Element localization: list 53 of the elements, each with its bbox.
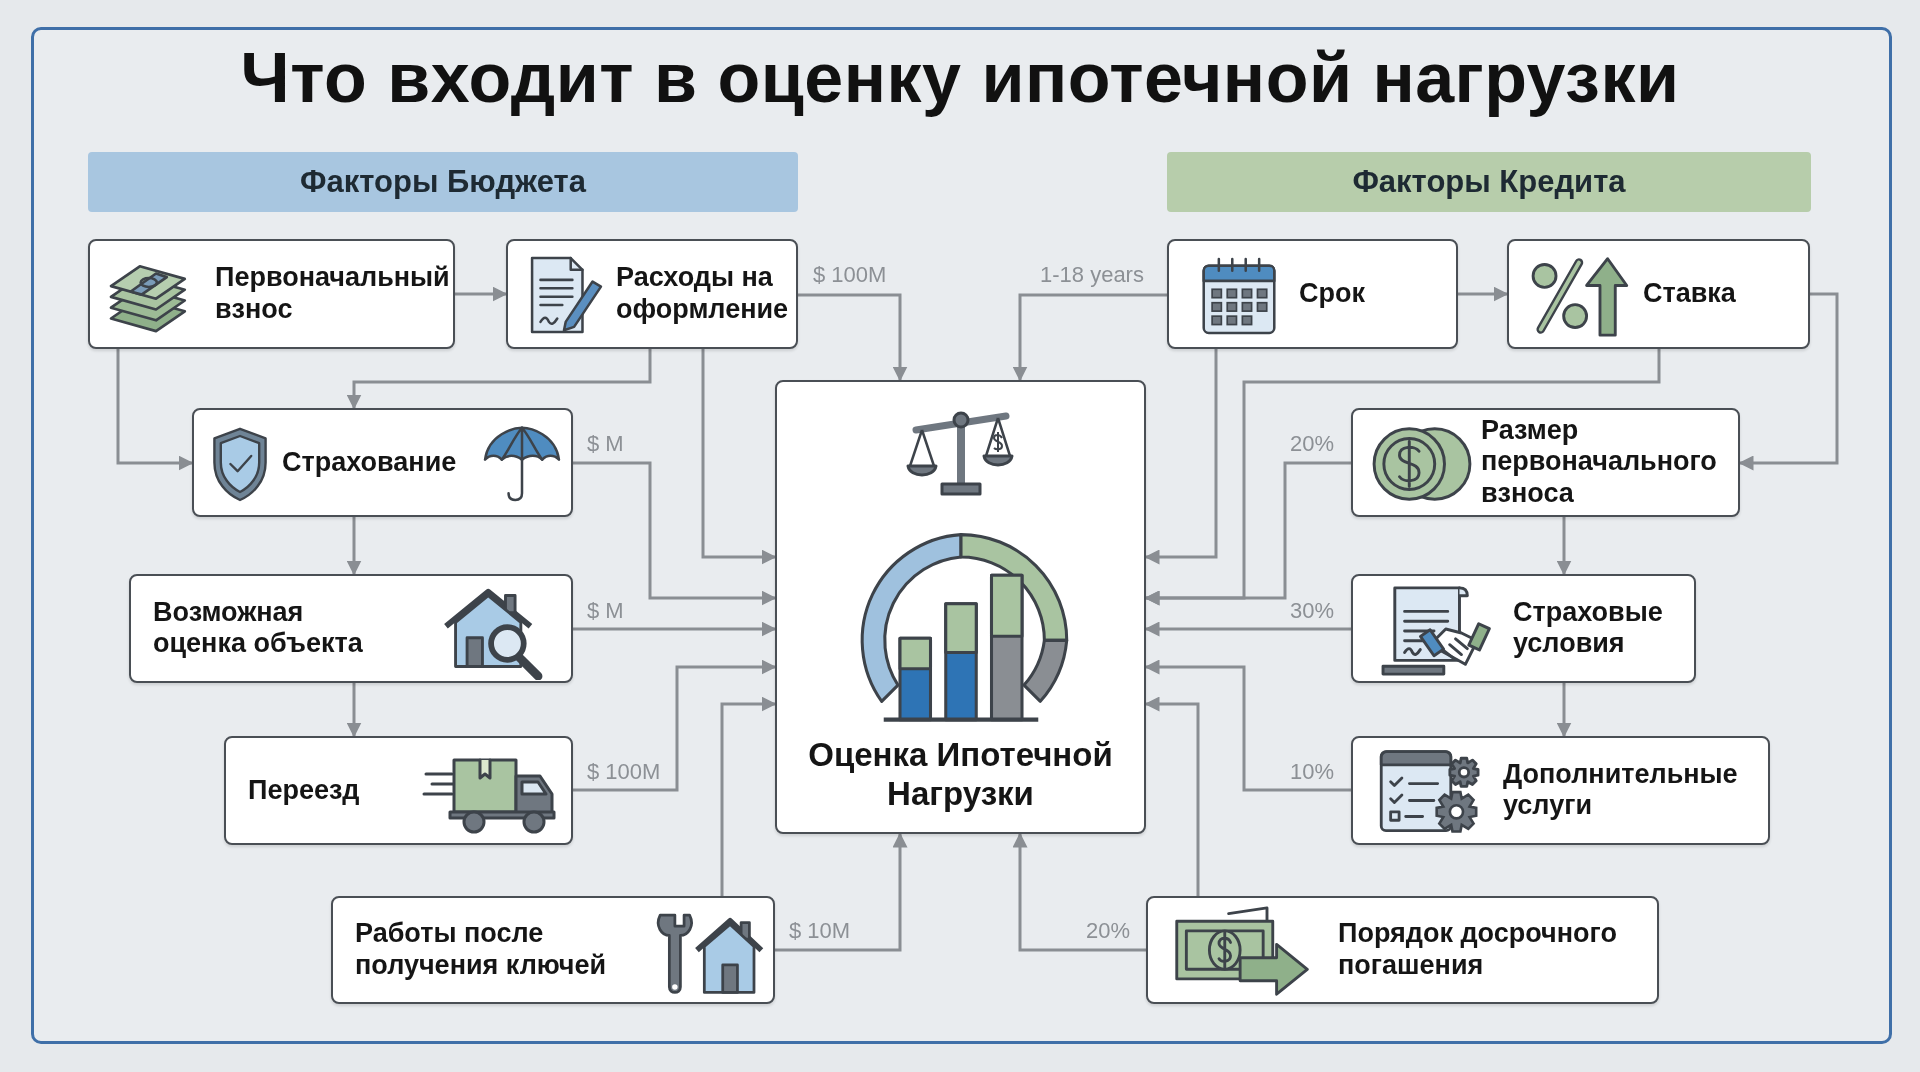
node-label: Работы после получения ключей — [355, 918, 608, 982]
arrow — [573, 621, 777, 637]
factor-box — [192, 408, 573, 517]
factor-box — [1507, 239, 1810, 349]
arrow — [346, 683, 362, 738]
factor-box — [1146, 896, 1659, 1004]
node-label: Размер первоначального взноса — [1481, 414, 1718, 511]
factor-box — [129, 574, 573, 683]
section-heading: Факторы Кредита — [1352, 164, 1626, 200]
node-label: Порядок досрочного погашения — [1338, 918, 1618, 982]
arrow — [1144, 349, 1218, 565]
arrow — [1458, 286, 1509, 302]
factor-box — [88, 239, 455, 349]
arrow — [455, 286, 508, 302]
factor-box — [1351, 736, 1770, 845]
node-label: Возможная оценка объекта — [153, 596, 364, 661]
factor-box — [331, 896, 775, 1004]
node-label: Дополнительные услуги — [1503, 758, 1739, 823]
factor-box — [1351, 574, 1696, 683]
arrow — [1012, 293, 1167, 382]
arrow — [573, 461, 777, 606]
arrow — [775, 832, 908, 952]
arrow — [1144, 659, 1351, 792]
node-label: Расходы на оформление — [616, 262, 790, 326]
title: Что входит в оценку ипотечной нагрузки — [239, 38, 1681, 118]
section-header-band — [88, 152, 798, 212]
arrow — [346, 349, 652, 410]
section-header-band — [1167, 152, 1811, 212]
arrow — [346, 517, 362, 576]
factor-box — [224, 736, 573, 845]
arrow — [720, 696, 777, 896]
factor-box — [506, 239, 798, 349]
factor-box — [1167, 239, 1458, 349]
arrow — [798, 293, 908, 382]
node-label: Страховые условия — [1513, 596, 1664, 661]
node-label: Оценка Ипотечной Нагрузки — [807, 736, 1114, 814]
arrow — [1556, 517, 1572, 576]
arrow — [1144, 696, 1200, 896]
arrow — [701, 349, 777, 565]
arrow — [573, 659, 777, 792]
arrow — [116, 349, 194, 471]
arrow — [1738, 292, 1839, 471]
node-label: Переезд — [248, 774, 361, 807]
node-label: Страхование — [282, 446, 458, 479]
arrow — [1012, 832, 1146, 952]
result-box — [775, 380, 1146, 834]
arrow — [1556, 683, 1572, 738]
arrow — [1144, 461, 1351, 606]
arrow — [1144, 621, 1351, 637]
section-heading: Факторы Бюджета — [300, 164, 586, 200]
node-label: Ставка — [1643, 278, 1737, 310]
factor-box — [1351, 408, 1740, 517]
node-label: Срок — [1299, 278, 1366, 310]
